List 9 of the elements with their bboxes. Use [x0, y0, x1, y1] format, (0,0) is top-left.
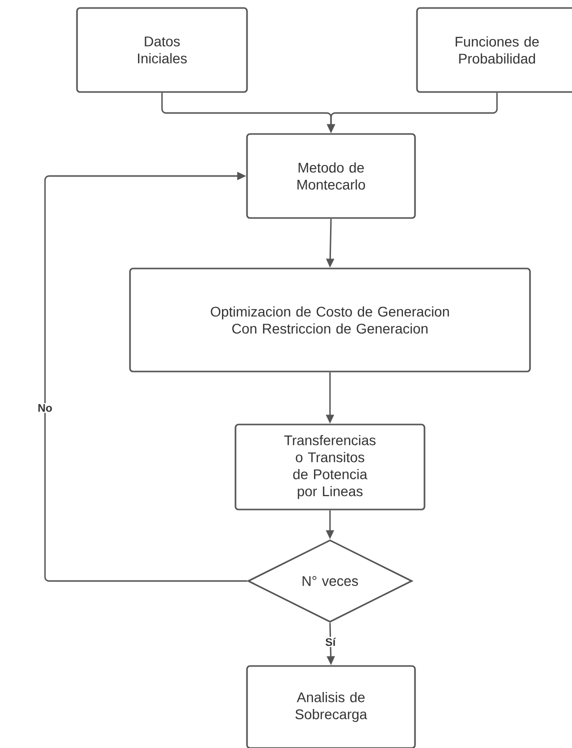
- process-box: Datos Iniciales: [76, 7, 248, 93]
- process-box: Analisis de Sobrecarga: [246, 665, 416, 748]
- process-box: Metodo de Montecarlo: [246, 133, 416, 219]
- process-box: Funciones de Probabilidad: [416, 7, 572, 93]
- edge-label: No: [36, 403, 54, 413]
- arrow: [44, 172, 248, 582]
- edge-label: Sí: [324, 636, 337, 647]
- process-box: Optimizacion de Costo de Generacion Con Restriccion de Generacion: [129, 268, 531, 372]
- process-box: Transferencias o Transitos de Potencia por Lineas: [234, 424, 426, 510]
